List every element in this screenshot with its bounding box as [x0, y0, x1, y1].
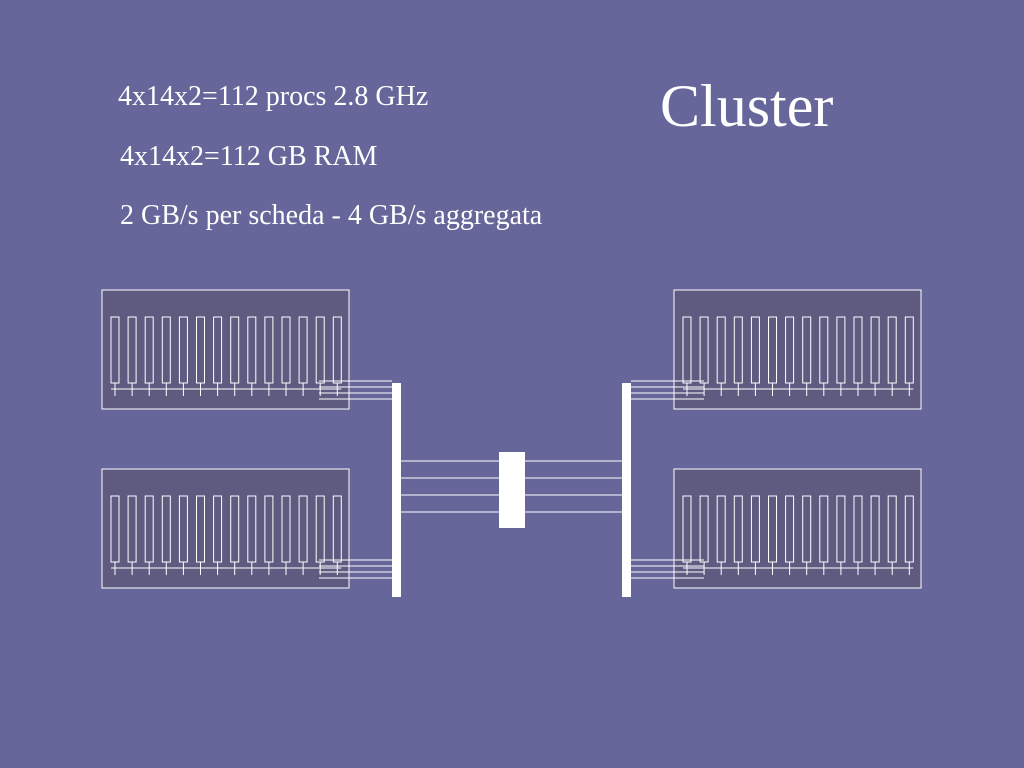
processor-slot: [887, 316, 897, 384]
processor-slot: [230, 316, 240, 384]
processor-slot: [819, 316, 829, 384]
processor-slot: [682, 495, 692, 563]
processor-slot: [110, 316, 120, 384]
processor-slot: [768, 316, 777, 384]
node-outline: [673, 468, 922, 589]
processor-slot: [178, 495, 188, 563]
processor-slot: [836, 495, 846, 563]
processor-slot: [904, 316, 914, 384]
spec-ram: 4x14x2=112 GB RAM: [120, 141, 378, 172]
processor-slot: [315, 495, 325, 563]
processor-slot: [281, 316, 291, 384]
processor-slot: [819, 495, 829, 563]
processor-slot: [247, 316, 257, 384]
processor-slot: [298, 495, 308, 563]
processor-slot: [802, 495, 812, 563]
processor-slot: [733, 495, 743, 563]
processor-slot: [161, 316, 171, 384]
processor-slot: [178, 316, 188, 384]
processor-slot: [196, 495, 205, 563]
processor-slot: [281, 495, 291, 563]
processor-slot: [682, 316, 692, 384]
slide-title: Cluster: [660, 73, 834, 139]
cluster-node-1: [101, 289, 350, 410]
processor-slot: [750, 495, 760, 563]
processor-slot: [247, 495, 257, 563]
left-bus-bar: [392, 383, 401, 597]
processor-slot: [802, 316, 812, 384]
nodes-layer: [101, 289, 922, 589]
central-switch: [499, 452, 525, 528]
processor-slot: [699, 316, 709, 384]
processor-slot: [213, 495, 223, 563]
processor-slot: [870, 495, 880, 563]
processor-slot: [332, 316, 342, 384]
node-outline: [101, 289, 350, 410]
processor-slot: [264, 316, 274, 384]
right-bus-bar: [622, 383, 631, 597]
processor-slot: [785, 316, 795, 384]
processor-slot: [853, 495, 863, 563]
processor-slot: [785, 495, 795, 563]
processor-slot: [230, 495, 240, 563]
processor-slot: [904, 495, 914, 563]
processor-slot: [699, 495, 709, 563]
processor-slot: [127, 316, 137, 384]
fabric-layer: [319, 380, 704, 597]
processor-slot: [298, 316, 308, 384]
processor-slot: [332, 495, 342, 563]
processor-slot: [836, 316, 846, 384]
processor-slot: [716, 316, 726, 384]
processor-slot: [144, 316, 154, 384]
processor-slot: [144, 495, 154, 563]
processor-slot: [161, 495, 171, 563]
node-outline: [673, 289, 922, 410]
processor-slot: [264, 495, 274, 563]
processor-slot: [315, 316, 325, 384]
processor-slot: [887, 495, 897, 563]
spec-procs: 4x14x2=112 procs 2.8 GHz: [118, 81, 429, 112]
processor-slot: [853, 316, 863, 384]
processor-slot: [127, 495, 137, 563]
cluster-node-4: [673, 468, 922, 589]
cluster-node-3: [101, 468, 350, 589]
processor-slot: [716, 495, 726, 563]
node-outline: [101, 468, 350, 589]
processor-slot: [768, 495, 777, 563]
spec-bandwidth: 2 GB/s per scheda - 4 GB/s aggregata: [120, 200, 543, 231]
processor-slot: [870, 316, 880, 384]
processor-slot: [213, 316, 223, 384]
processor-slot: [750, 316, 760, 384]
cluster-node-2: [673, 289, 922, 410]
processor-slot: [733, 316, 743, 384]
processor-slot: [110, 495, 120, 563]
processor-slot: [196, 316, 205, 384]
